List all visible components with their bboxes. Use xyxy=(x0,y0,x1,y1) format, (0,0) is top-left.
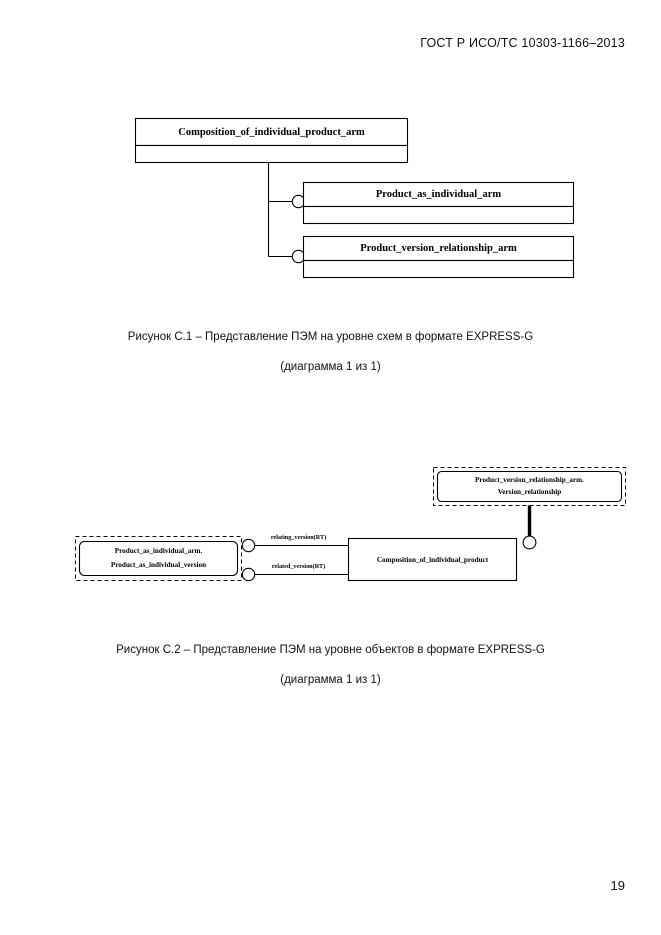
entity-box-product-as-individual-line1: Product_as_individual_arm. xyxy=(115,547,203,555)
entity-box-product-as-individual-line2: Product_as_individual_version xyxy=(111,561,206,569)
schema-box-child-1-label: Product_as_individual_arm xyxy=(376,189,501,200)
entity-box-product-as-individual: Product_as_individual_arm. Product_as_in… xyxy=(75,536,242,581)
entity-box-product-version-relationship: Product_version_relationship_arm. Versio… xyxy=(433,467,626,506)
edge-related-version-label: related_version(RT) xyxy=(272,563,325,570)
figure-c1-caption: Рисунок С.1 – Представление ПЭМ на уровн… xyxy=(0,331,661,373)
entity-box-composition-of-individual-product: Composition_of_individual_product xyxy=(347,537,518,582)
entity-link-vertical xyxy=(522,505,537,550)
schema-box-child-1: Product_as_individual_arm xyxy=(302,181,575,225)
schema-tree-connector xyxy=(267,162,306,264)
figure-c1-caption-line2: (диаграмма 1 из 1) xyxy=(280,361,381,373)
entity-box-product-version-relationship-line2: Version_relationship xyxy=(498,488,562,496)
figure-c1-caption-line1: Рисунок С.1 – Представление ПЭМ на уровн… xyxy=(127,331,534,343)
document-header: ГОСТ Р ИСО/ТС 10303-1166–2013 xyxy=(420,36,625,50)
edge-relating-version-label: relating_version(RT) xyxy=(271,534,326,541)
entity-box-composition-of-individual-product-label: Composition_of_individual_product xyxy=(377,556,489,564)
figure-c2-caption-line1: Рисунок С.2 – Представление ПЭМ на уровн… xyxy=(116,644,545,656)
schema-box-child-2-label: Product_version_relationship_arm xyxy=(360,243,517,254)
page-number: 19 xyxy=(610,878,625,893)
edge-related-version: related_version(RT) xyxy=(241,563,349,582)
figure-c2-diagram: Product_version_relationship_arm. Versio… xyxy=(70,462,640,592)
schema-box-root-label: Composition_of_individual_product_arm xyxy=(178,127,365,138)
edge-relating-version: relating_version(RT) xyxy=(241,534,349,553)
schema-box-child-2: Product_version_relationship_arm xyxy=(302,235,575,279)
entity-box-product-version-relationship-line1: Product_version_relationship_arm. xyxy=(475,476,584,484)
figure-c1-diagram: Composition_of_individual_product_arm Pr… xyxy=(120,110,590,280)
figure-c2-caption-line2: (диаграмма 1 из 1) xyxy=(280,674,381,686)
figure-c2-caption: Рисунок С.2 – Представление ПЭМ на уровн… xyxy=(0,644,661,686)
schema-box-root: Composition_of_individual_product_arm xyxy=(134,117,409,164)
